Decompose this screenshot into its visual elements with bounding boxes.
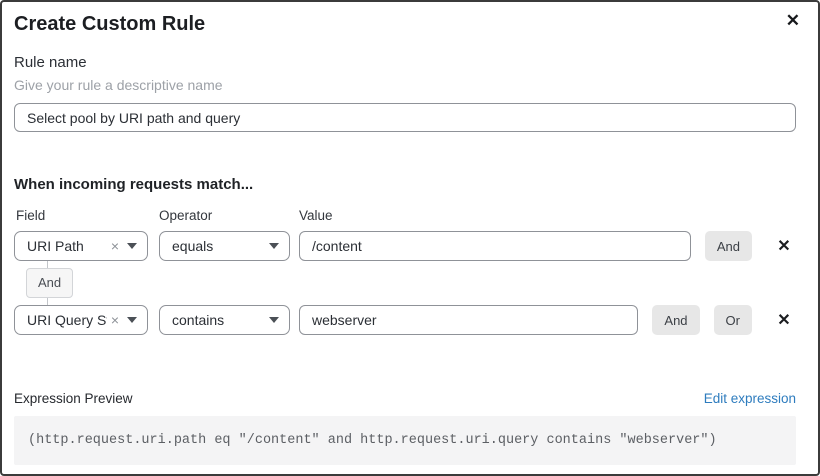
field-select[interactable]: URI Path × bbox=[14, 231, 148, 261]
and-button[interactable]: And bbox=[652, 305, 700, 335]
and-connector-badge: And bbox=[26, 268, 74, 298]
field-select[interactable]: URI Query St... × bbox=[14, 305, 148, 335]
and-button[interactable]: And bbox=[704, 231, 752, 261]
chevron-down-icon bbox=[127, 317, 137, 323]
rule-name-input[interactable] bbox=[14, 103, 796, 132]
rule-row-2: URI Query St... × contains And Or ✕ bbox=[14, 305, 796, 335]
operator-select-value: contains bbox=[172, 312, 225, 328]
clear-icon[interactable]: × bbox=[110, 238, 119, 254]
field-select-value: URI Path bbox=[27, 238, 84, 254]
value-input[interactable] bbox=[299, 305, 639, 335]
operator-select[interactable]: equals bbox=[159, 231, 290, 261]
chevron-down-icon bbox=[127, 243, 137, 249]
builder-column-labels: Field Operator Value bbox=[14, 208, 796, 223]
rule-name-helper: Give your rule a descriptive name bbox=[14, 77, 223, 93]
remove-row-icon[interactable]: ✕ bbox=[772, 310, 796, 330]
page-title: Create Custom Rule bbox=[14, 13, 206, 35]
chevron-down-icon bbox=[269, 317, 279, 323]
chevron-down-icon bbox=[269, 243, 279, 249]
operator-column-label: Operator bbox=[159, 208, 213, 223]
value-input[interactable] bbox=[299, 231, 691, 261]
field-column-label: Field bbox=[16, 208, 46, 223]
expression-preview-label: Expression Preview bbox=[14, 391, 133, 406]
rule-row-1: URI Path × equals And ✕ bbox=[14, 231, 796, 261]
close-icon[interactable]: ✕ bbox=[782, 8, 804, 33]
or-button[interactable]: Or bbox=[713, 305, 752, 335]
edit-expression-link[interactable]: Edit expression bbox=[703, 391, 796, 406]
operator-select[interactable]: contains bbox=[159, 305, 290, 335]
remove-row-icon[interactable]: ✕ bbox=[772, 236, 796, 256]
value-column-label: Value bbox=[299, 208, 333, 223]
match-heading: When incoming requests match... bbox=[14, 176, 254, 193]
operator-select-value: equals bbox=[172, 238, 214, 254]
connector-zone: And bbox=[14, 261, 796, 305]
field-select-value: URI Query St... bbox=[27, 312, 107, 328]
rule-name-label: Rule name bbox=[14, 54, 87, 71]
clear-icon[interactable]: × bbox=[110, 312, 119, 328]
expression-code: (http.request.uri.path eq "/content" and… bbox=[14, 416, 796, 465]
